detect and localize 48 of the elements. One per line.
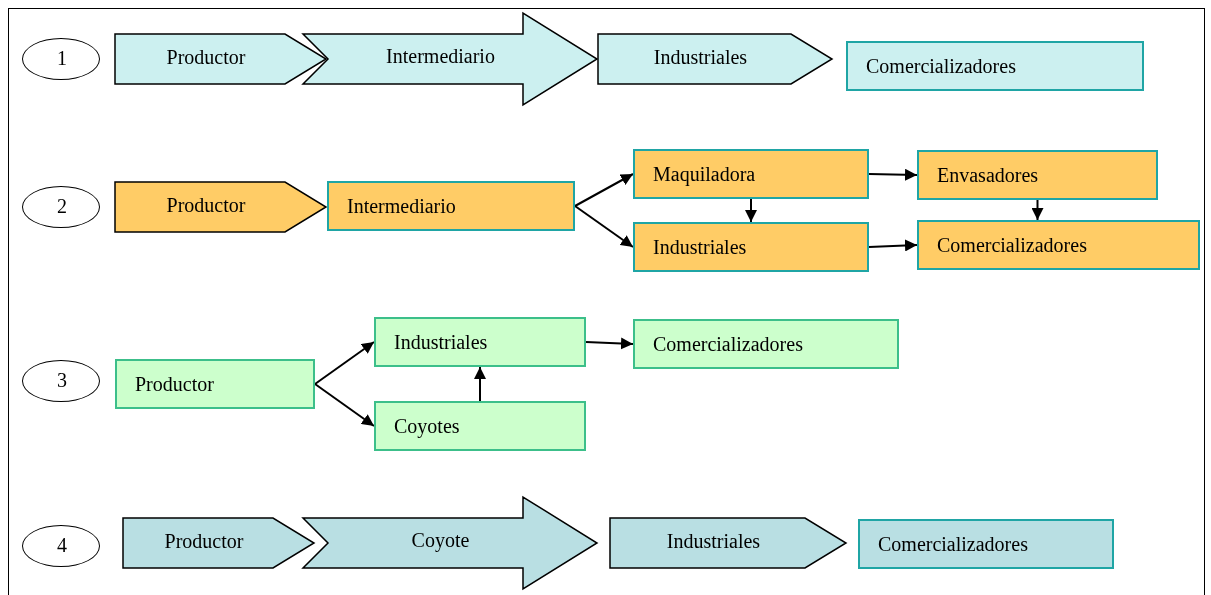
- step-number: 1: [57, 46, 67, 70]
- pentagon-box: [123, 517, 315, 569]
- step-number: 4: [57, 533, 67, 557]
- process-box: [917, 150, 1158, 200]
- arrow: [745, 198, 757, 223]
- step-number: 3: [57, 368, 67, 392]
- pentagon-box: [115, 181, 327, 233]
- node-label: Productor: [166, 193, 246, 217]
- arrow: [574, 173, 634, 207]
- node-label: Productor: [166, 45, 246, 69]
- node-label: Industriales: [666, 529, 761, 553]
- process-box: [858, 519, 1114, 569]
- node-label: Coyotes: [394, 414, 460, 438]
- process-box: [115, 359, 315, 409]
- node-label: Intermediario: [386, 44, 495, 68]
- arrow: [314, 341, 375, 385]
- process-box: [917, 220, 1200, 270]
- node-label: Coyote: [411, 528, 470, 552]
- node-label: Productor: [135, 372, 214, 396]
- process-box: [633, 149, 869, 199]
- process-box: [327, 181, 575, 231]
- node-label: Industriales: [394, 330, 488, 354]
- node-label: Industriales: [653, 45, 748, 69]
- arrow: [585, 337, 634, 350]
- pentagon-box: [610, 517, 847, 569]
- node-label: Comercializadores: [866, 54, 1016, 78]
- arrow: [1031, 199, 1044, 221]
- node-label: Comercializadores: [878, 532, 1028, 556]
- arrow: [868, 168, 918, 181]
- arrow: [474, 366, 486, 402]
- process-box: [633, 222, 869, 272]
- arrow: [574, 205, 634, 248]
- node-label: Comercializadores: [937, 233, 1087, 257]
- node-label: Comercializadores: [653, 332, 803, 356]
- arrow: [314, 383, 375, 427]
- node-label: Intermediario: [347, 194, 456, 218]
- step-number: 2: [57, 194, 67, 218]
- process-box: [633, 319, 899, 369]
- process-box: [374, 317, 586, 367]
- node-label: Productor: [164, 529, 244, 553]
- process-box: [374, 401, 586, 451]
- node-label: Maquiladora: [653, 162, 756, 186]
- node-label: Industriales: [653, 235, 747, 259]
- process-box: [846, 41, 1144, 91]
- node-label: Envasadores: [937, 163, 1039, 187]
- pentagon-box: [115, 33, 327, 85]
- pentagon-box: [598, 33, 833, 85]
- arrow: [868, 239, 918, 252]
